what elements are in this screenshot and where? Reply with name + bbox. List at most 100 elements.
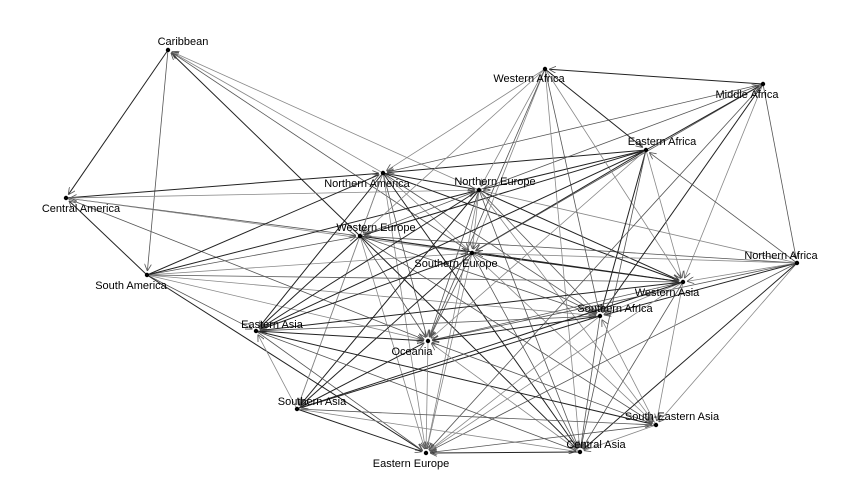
edge-western_asia-to-south_eastern_asia [657, 281, 684, 421]
edge-southern_europe-to-eastern_asia [260, 252, 473, 330]
node-label: Caribbean [158, 36, 209, 48]
edge-caribbean-to-south_america [147, 49, 169, 271]
edge-oceania-to-eastern_europe [426, 340, 428, 449]
edge-southern_europe-to-south_eastern_asia [471, 252, 653, 422]
node-label: Central America [42, 203, 121, 215]
edge-middle_africa-to-southern_europe [475, 83, 764, 251]
edge-southern_asia-to-oceania [296, 342, 424, 410]
edge-northern_europe-to-southern_africa [478, 189, 597, 313]
edge-northern_africa-to-western_asia [687, 262, 798, 281]
edge-southern_africa-to-southern_asia [301, 315, 601, 408]
edge-central_america-to-southern_europe [65, 197, 468, 252]
edge-western_asia-to-eastern_europe [429, 281, 684, 451]
edge-caribbean-to-central_america [68, 49, 169, 195]
edge-western_africa-to-northern_america [386, 68, 546, 171]
edge-eastern_asia-to-oceania [255, 330, 424, 341]
node-oceania: Oceania [392, 338, 434, 358]
edge-northern_america-to-caribbean [171, 52, 384, 174]
node-label: Southern Africa [577, 303, 653, 315]
edge-eastern_asia-to-south_eastern_asia [255, 330, 652, 424]
node-western_africa: Western Africa [493, 66, 566, 85]
node-south_eastern_asia: South-Eastern Asia [625, 411, 720, 428]
node-label: South America [95, 280, 167, 292]
edge-western_africa-to-eastern_africa [544, 68, 643, 147]
edge-southern_europe-to-southern_africa [471, 252, 596, 314]
node-label: Western Europe [336, 222, 415, 234]
edge-south_america-to-western_asia [146, 274, 679, 282]
node-dot [577, 449, 583, 455]
node-southern_africa: Southern Africa [577, 303, 653, 319]
edge-western_europe-to-northern_europe [359, 191, 475, 237]
edge-western_europe-to-eastern_europe [359, 235, 425, 449]
node-dot [423, 450, 429, 456]
edge-eastern_africa-to-northern_america [387, 149, 647, 173]
node-dot [469, 250, 475, 256]
edge-south_eastern_asia-to-eastern_europe [430, 424, 657, 453]
edge-south_america-to-central_america [69, 201, 148, 276]
node-central_america: Central America [42, 195, 121, 215]
edge-northern_america-to-northern_europe [382, 172, 475, 189]
edge-eastern_africa-to-southern_africa [601, 149, 647, 312]
node-label: Middle Africa [716, 89, 780, 101]
node-dot [597, 313, 603, 319]
node-label: Northern Africa [744, 250, 818, 262]
node-dot [380, 170, 386, 176]
edge-northern_africa-to-oceania [432, 262, 798, 340]
edge-northern_europe-to-middle_africa [478, 85, 759, 191]
edge-middle_africa-to-northern_america [387, 83, 764, 172]
node-dot [680, 279, 686, 285]
edge-eastern_asia-to-eastern_europe [255, 330, 423, 451]
edge-northern_europe-to-southern_europe [472, 189, 480, 249]
edge-northern_europe-to-caribbean [172, 52, 480, 191]
edge-western_asia-to-southern_africa [604, 281, 684, 314]
edge-south_america-to-oceania [146, 274, 424, 340]
node-south_america: South America [95, 272, 168, 292]
edge-southern_europe-to-central_asia [471, 252, 578, 448]
edge-eastern_africa-to-middle_africa [645, 86, 760, 151]
node-dot [357, 233, 363, 239]
node-northern_america: Northern America [324, 170, 411, 190]
node-middle_africa: Middle Africa [716, 81, 780, 101]
node-dot [144, 272, 150, 278]
edge-western_europe-to-central_asia [359, 235, 577, 449]
node-central_asia: Central Asia [566, 439, 627, 455]
edge-northern_africa-to-eastern_africa [649, 152, 798, 264]
node-label: South-Eastern Asia [625, 411, 720, 423]
node-label: Eastern Asia [241, 319, 304, 331]
node-dot [542, 66, 548, 72]
edge-western_africa-to-oceania [430, 68, 546, 337]
edge-central_asia-to-eastern_europe [430, 452, 581, 453]
node-western_europe: Western Europe [336, 222, 416, 239]
edge-western_europe-to-southern_asia [298, 235, 361, 405]
node-dot [653, 422, 659, 428]
node-southern_asia: Southern Asia [278, 396, 347, 412]
edge-western_europe-to-caribbean [171, 53, 361, 237]
node-dot [294, 406, 300, 412]
node-label: Eastern Europe [373, 458, 449, 470]
edge-middle_africa-to-southern_africa [602, 83, 764, 313]
node-dot [794, 260, 800, 266]
node-dot [63, 195, 69, 201]
node-dot [760, 81, 766, 87]
edge-southern_africa-to-oceania [432, 315, 601, 340]
edge-western_africa-to-northern_europe [481, 68, 546, 186]
node-label: Oceania [392, 346, 434, 358]
edge-western_africa-to-central_asia [544, 68, 580, 448]
edge-northern_africa-to-southern_africa [604, 262, 798, 315]
edge-central_america-to-oceania [65, 197, 424, 340]
edge-western_asia-to-central_asia [582, 281, 684, 449]
edge-northern_africa-to-southern_europe [476, 253, 798, 264]
edge-southern_asia-to-eastern_europe [296, 408, 422, 452]
edge-western_asia-to-oceania [432, 281, 684, 340]
edge-northern_europe-to-oceania [429, 189, 480, 337]
edge-northern_africa-to-eastern_europe [430, 262, 798, 451]
edge-middle_africa-to-northern_africa [762, 83, 796, 259]
node-label: Western Asia [635, 287, 700, 299]
node-label: Western Africa [493, 73, 565, 85]
edge-eastern_africa-to-eastern_asia [260, 149, 647, 329]
edge-middle_africa-to-eastern_europe [429, 83, 764, 450]
edge-northern_africa-to-western_europe [364, 236, 798, 264]
edge-south_america-to-southern_africa [146, 274, 596, 316]
node-label: Northern America [324, 178, 410, 190]
edge-southern_africa-to-eastern_asia [260, 315, 601, 331]
